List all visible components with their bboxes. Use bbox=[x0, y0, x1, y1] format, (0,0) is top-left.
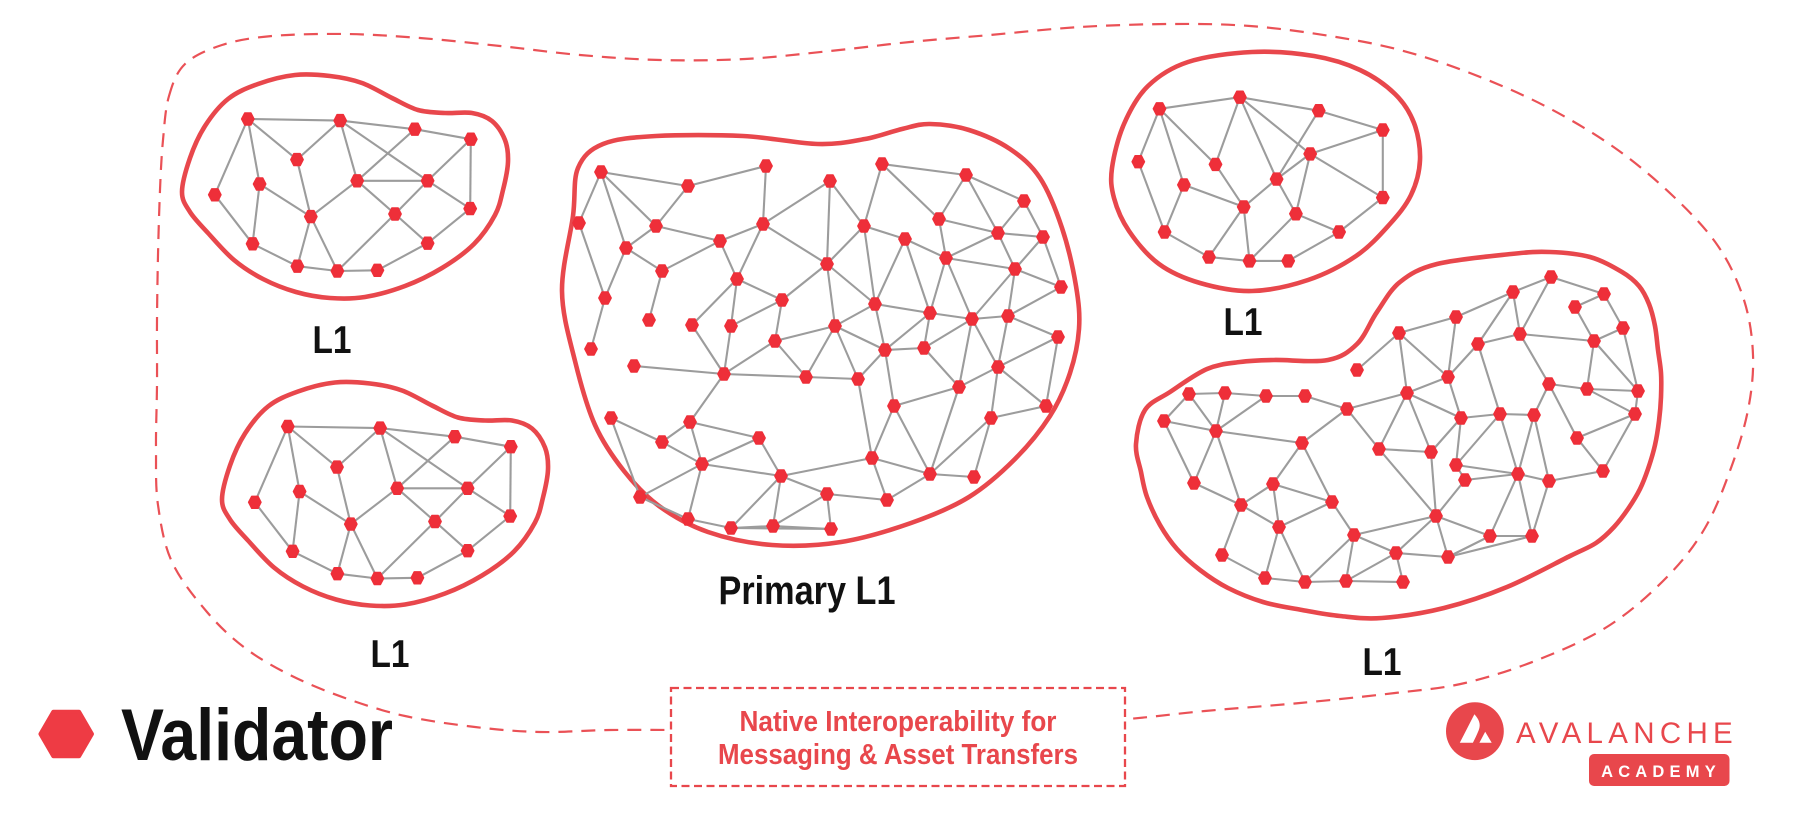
svg-text:L1: L1 bbox=[313, 319, 352, 362]
svg-text:Native Interoperability for: Native Interoperability for bbox=[740, 706, 1057, 738]
svg-text:L1: L1 bbox=[1224, 301, 1263, 344]
svg-text:ACADEMY: ACADEMY bbox=[1601, 763, 1721, 781]
svg-text:Primary L1: Primary L1 bbox=[719, 569, 896, 613]
svg-text:AVALANCHE: AVALANCHE bbox=[1516, 717, 1738, 750]
svg-text:L1: L1 bbox=[371, 633, 410, 676]
svg-text:L1: L1 bbox=[1363, 641, 1402, 684]
svg-text:Validator: Validator bbox=[121, 695, 393, 776]
svg-text:Messaging & Asset Transfers: Messaging & Asset Transfers bbox=[718, 739, 1078, 771]
